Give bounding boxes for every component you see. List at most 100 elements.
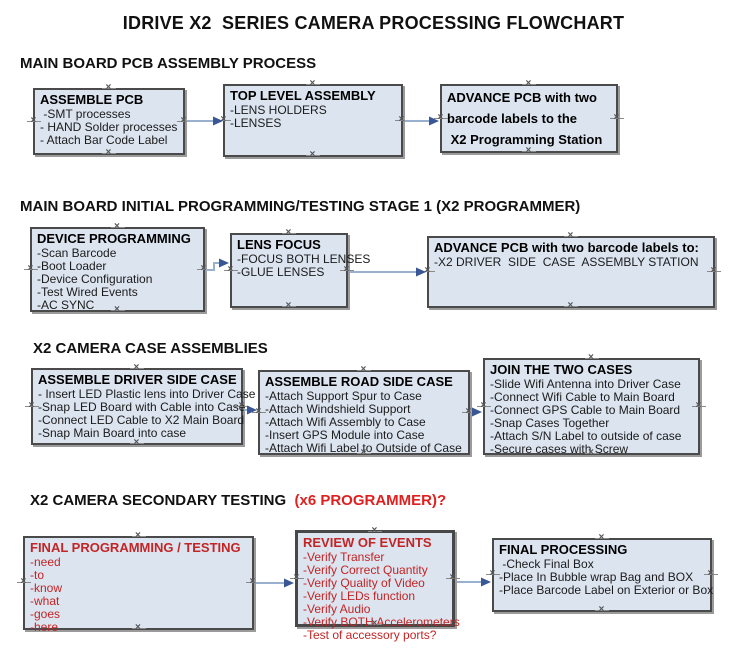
anchor-handle-icon [704, 567, 718, 581]
box-top-level-assembly[interactable]: TOP LEVEL ASSEMBLY -LENS HOLDERS-LENSES [217, 77, 409, 162]
box-line: -Verify Audio [303, 602, 371, 616]
box-title: DEVICE PROGRAMMING [37, 231, 191, 246]
box-line: -Verify BOTH Accelerometers [303, 615, 460, 629]
box-line: -Check Final Box [499, 557, 594, 571]
box-line: -Boot Loader [37, 259, 107, 273]
box-line: -GLUE LENSES [237, 265, 325, 279]
box-line: -Test Wired Events [37, 285, 138, 299]
box-line: -Scan Barcode [37, 246, 117, 260]
box-line: -Place In Bubble wrap Bag and BOX [499, 570, 694, 584]
box-final-processing[interactable]: FINAL PROCESSING -Check Final Box-Place … [486, 531, 718, 617]
box-line: -Snap LED Board with Cable into Case [38, 400, 246, 414]
anchor-handle-icon [290, 571, 304, 585]
box-line: -LENSES [230, 116, 282, 130]
box-line: -Attach Windshield Support [265, 402, 411, 416]
anchor-handle-icon [130, 436, 144, 450]
box-lines: - Insert LED Plastic lens into Driver Ca… [38, 387, 256, 440]
box-title: ASSEMBLE DRIVER SIDE CASE [38, 372, 237, 387]
box-line: - Insert LED Plastic lens into Driver Ca… [38, 387, 256, 401]
box-line: -Connect Wifi Cable to Main Board [490, 390, 675, 404]
box-title: REVIEW OF EVENTS [303, 535, 432, 550]
anchor-handle-icon [25, 399, 39, 413]
box-device-programming[interactable]: DEVICE PROGRAMMING -Scan Barcode-Boot Lo… [24, 220, 211, 317]
section-heading-pcb-assembly: MAIN BOARD PCB ASSEMBLY PROCESS [20, 55, 317, 72]
anchor-handle-icon [27, 114, 41, 128]
box-line: -Verify Quality of Video [303, 576, 425, 590]
connector-arrow[interactable] [405, 116, 439, 126]
anchor-handle-icon [246, 575, 260, 589]
heading-black-part: X2 CAMERA SECONDARY TESTING [30, 492, 287, 509]
anchor-handle-icon [486, 567, 500, 581]
box-title: ADVANCE PCB with two [447, 90, 597, 105]
connector-arrow[interactable] [350, 267, 426, 277]
box-advance-pcb-programming-station[interactable]: ADVANCE PCB with two barcode labels to t… [434, 77, 624, 158]
box-advance-pcb-driver-side[interactable]: ADVANCE PCB with two barcode labels to: … [421, 229, 721, 313]
box-join-the-two-cases[interactable]: JOIN THE TWO CASES -Slide Wifi Antenna i… [477, 351, 706, 460]
connector-arrow[interactable] [457, 577, 491, 587]
box-line: barcode labels to the [447, 111, 578, 126]
connector-arrow[interactable] [256, 578, 294, 588]
anchor-handle-icon [24, 262, 38, 276]
box-line: -Verify Correct Quantity [303, 563, 428, 577]
box-line: -goes [30, 607, 61, 621]
box-line: - Attach Bar Code Label [40, 133, 168, 147]
box-lines: barcode labels to the X2 Programming Sta… [447, 108, 610, 150]
anchor-handle-icon [217, 113, 231, 127]
box-title: FINAL PROGRAMMING / TESTING [30, 540, 241, 555]
connector-arrow[interactable] [471, 407, 482, 417]
box-line: -Verify Transfer [303, 550, 385, 564]
box-line: -Connect LED Cable to X2 Main Board [38, 413, 245, 427]
box-line: - HAND Solder processes [40, 120, 178, 134]
box-assemble-road-side-case[interactable]: ASSEMBLE ROAD SIDE CASE -Attach Support … [252, 363, 476, 460]
box-line: -here [30, 620, 59, 634]
anchor-handle-icon [477, 399, 491, 413]
box-lines: -need-to-know-what-goes-here [30, 556, 246, 634]
box-title: JOIN THE TWO CASES [490, 362, 633, 377]
box-line: -Insert GPS Module into Case [265, 428, 425, 442]
section-heading-case-assemblies: X2 CAMERA CASE ASSEMBLIES [33, 340, 268, 357]
box-line: -what [30, 594, 60, 608]
connector-arrow[interactable] [244, 405, 257, 415]
box-review-of-events[interactable]: REVIEW OF EVENTS -Verify Transfer-Verify… [290, 524, 460, 642]
box-lines: -Slide Wifi Antenna into Driver Case-Con… [490, 378, 692, 456]
box-lines: -FOCUS BOTH LENSES-GLUE LENSES [237, 253, 370, 279]
box-line: -LENS HOLDERS [230, 103, 327, 117]
box-line: -X2 DRIVER SIDE CASE ASSEMBLY STATION [434, 255, 699, 269]
page-title: IDRIVE X2 SERIES CAMERA PROCESSING FLOWC… [122, 13, 625, 33]
anchor-handle-icon [462, 405, 476, 419]
box-assemble-driver-side-case[interactable]: ASSEMBLE DRIVER SIDE CASE - Insert LED P… [25, 361, 256, 450]
box-title: TOP LEVEL ASSEMBLY [230, 88, 376, 103]
box-line: -Attach Wifi Label to Outside of Case [265, 441, 462, 455]
anchor-handle-icon [102, 146, 116, 160]
box-line: -Secure cases with Screw [490, 442, 629, 456]
box-title: ASSEMBLE PCB [40, 92, 144, 107]
box-title: LENS FOCUS [237, 237, 321, 252]
heading-red-part: (x6 PROGRAMMER)? [286, 492, 447, 509]
anchor-handle-icon [564, 299, 578, 313]
box-line: -SMT processes [40, 107, 131, 121]
box-title: FINAL PROCESSING [499, 542, 628, 557]
box-lines: -LENS HOLDERS-LENSES [230, 104, 395, 130]
box-line: -Verify LEDs function [303, 589, 416, 603]
box-line: -Snap Cases Together [490, 416, 610, 430]
box-line: -Device Configuration [37, 272, 153, 286]
box-line: -Attach Wifi Assembly to Case [265, 415, 426, 429]
anchor-handle-icon [340, 263, 354, 277]
box-line: -Test of accessory ports? [303, 628, 437, 642]
anchor-handle-icon [707, 264, 721, 278]
box-title: ASSEMBLE ROAD SIDE CASE [265, 374, 453, 389]
connector-arrow[interactable] [187, 116, 223, 126]
box-lines: -Verify Transfer-Verify Correct Quantity… [303, 550, 460, 642]
anchor-handle-icon [224, 263, 238, 277]
box-assemble-pcb[interactable]: ASSEMBLE PCB -SMT processes- HAND Solder… [27, 81, 191, 160]
box-final-programming-testing[interactable]: FINAL PROGRAMMING / TESTING -need-to-kno… [17, 529, 260, 635]
connector-arrow[interactable] [206, 258, 229, 271]
box-line: -Attach S/N Label to outside of case [490, 429, 682, 443]
anchor-handle-icon [177, 114, 191, 128]
box-line: -know [30, 581, 63, 595]
box-lines: -Scan Barcode-Boot Loader-Device Configu… [37, 247, 197, 312]
box-lines: -X2 DRIVER SIDE CASE ASSEMBLY STATION [434, 256, 707, 269]
box-lens-focus[interactable]: LENS FOCUS -FOCUS BOTH LENSES-GLUE LENSE… [224, 226, 370, 313]
box-line: -to [30, 568, 45, 582]
